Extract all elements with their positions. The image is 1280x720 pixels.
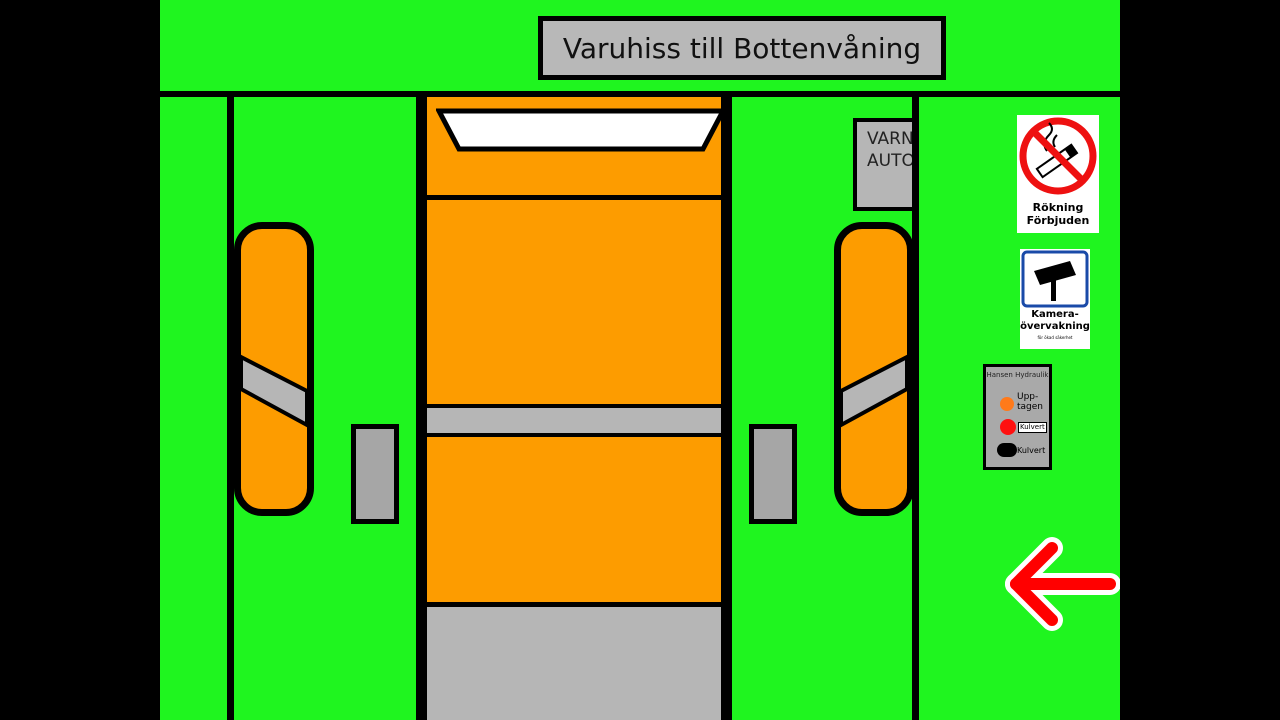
warning-sign-line1: VARN xyxy=(867,129,914,149)
right-door-handle[interactable] xyxy=(749,424,797,524)
ceiling-edge xyxy=(427,195,721,200)
no-smoking-icon xyxy=(1019,117,1097,195)
arrow-left-icon[interactable] xyxy=(1002,536,1120,632)
kulvert-label-boxed: Kulvert xyxy=(1018,422,1047,433)
occupied-lamp xyxy=(1000,397,1014,411)
kulvert-black-button[interactable] xyxy=(997,443,1017,457)
right-frame-pillar xyxy=(912,94,919,720)
car-handrail-stripe xyxy=(427,404,721,437)
left-frame-pillar xyxy=(227,94,234,720)
left-door-window xyxy=(234,222,314,516)
right-door-window xyxy=(834,222,914,516)
ceiling-light xyxy=(436,108,726,152)
elevator-title-sign: Varuhiss till Bottenvåning xyxy=(538,16,946,80)
elevator-title: Varuhiss till Bottenvåning xyxy=(562,31,922,65)
right-door-cover xyxy=(912,94,919,234)
warning-sign: VARN AUTO xyxy=(853,118,917,211)
occupied-label-1: Upp- xyxy=(1017,392,1039,402)
no-smoking-label-2: Förbjuden xyxy=(1026,214,1090,227)
kulvert-red-button[interactable] xyxy=(1000,419,1016,435)
no-smoking-sign: Rökning Förbjuden xyxy=(1017,115,1099,233)
camera-small-text: för ökad säkerhet xyxy=(1037,335,1073,340)
panel-title: Hansen Hydraulik xyxy=(986,371,1049,379)
car-floor xyxy=(427,602,721,720)
elevator-scene: Varuhiss till Bottenvåning VARN AUTO xyxy=(160,0,1120,720)
no-smoking-label-1: Rökning xyxy=(1032,201,1084,214)
security-camera-icon xyxy=(1021,250,1089,308)
camera-surveillance-sign: Kamera- övervakning för ökad säkerhet xyxy=(1020,249,1090,349)
occupied-label-2: tagen xyxy=(1017,402,1043,412)
kulvert-label: Kulvert xyxy=(1017,446,1046,455)
camera-label-1: Kamera- xyxy=(1031,309,1079,320)
warning-sign-line2: AUTO xyxy=(867,151,915,171)
camera-label-2: övervakning xyxy=(1020,321,1090,332)
call-control-panel: Hansen Hydraulik Upp- tagen Kulvert Kulv… xyxy=(983,364,1052,470)
left-door-handle[interactable] xyxy=(351,424,399,524)
header-divider xyxy=(160,91,1120,97)
